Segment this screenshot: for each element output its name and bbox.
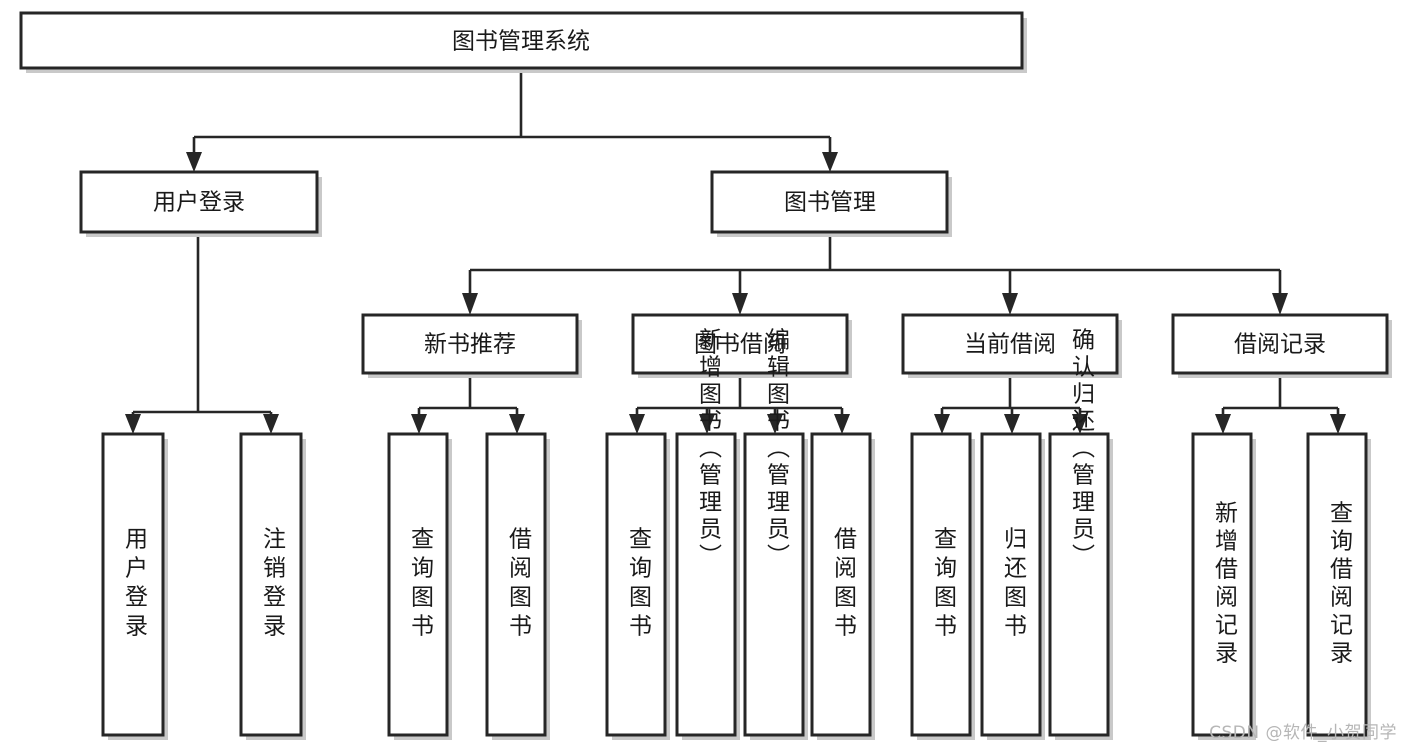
leaf-recommend-query-book[interactable]: 查询图书 <box>387 432 452 740</box>
current-borrow-box <box>901 313 1119 375</box>
arrow-book-manage <box>822 152 838 172</box>
leaf-box <box>1306 432 1368 737</box>
arrow-leaf-bb-4 <box>834 414 850 434</box>
leaf-box <box>675 432 737 737</box>
leaf-label: 查询图书 <box>930 527 958 643</box>
root-box <box>19 11 1024 70</box>
leaf-box <box>605 432 667 737</box>
arrow-leaf-ul-1 <box>125 414 141 434</box>
arrow-leaf-rec-2 <box>509 414 525 434</box>
leaf-current-query-book[interactable]: 查询图书 <box>910 432 975 740</box>
arrow-l3-3 <box>1002 293 1018 315</box>
leaf-current-return-book[interactable]: 归还图书 <box>980 432 1045 740</box>
leaf-user-login-login[interactable]: 用户登录 <box>101 432 168 740</box>
leaf-box <box>387 432 449 737</box>
leaf-recommend-borrow-book[interactable]: 借阅图书 <box>485 432 550 740</box>
book-management-label: 图书管理 <box>784 190 876 216</box>
leaf-record-add-record[interactable]: 新增借阅记录 <box>1191 432 1256 740</box>
leaf-box <box>810 432 872 737</box>
leaf-borrow-add-book-admin[interactable]: 新增图书（管理员） <box>675 328 740 741</box>
arrow-leaf-cb-3 <box>1072 414 1088 434</box>
book-borrow-box <box>631 313 849 375</box>
leaf-box <box>980 432 1042 737</box>
arrow-leaf-bb-1 <box>629 414 645 434</box>
borrow-record-label: 借阅记录 <box>1234 332 1326 358</box>
leaf-box <box>910 432 972 737</box>
leaf-box <box>1048 432 1110 737</box>
leaf-label: 查询借阅记录 <box>1326 501 1354 669</box>
arrow-leaf-br-2 <box>1330 414 1346 434</box>
arrow-leaf-cb-2 <box>1004 414 1020 434</box>
node-book-borrow[interactable]: 图书借阅 <box>631 313 852 378</box>
new-book-recommend-box <box>361 313 579 375</box>
leaf-label: 查询图书 <box>407 527 435 643</box>
arrow-l3-2 <box>732 293 748 315</box>
node-new-book-recommend[interactable]: 新书推荐 <box>361 313 582 378</box>
leaf-box <box>239 432 303 737</box>
leaf-label: 新增图书（管理员） <box>695 328 723 571</box>
leaf-record-query-record[interactable]: 查询借阅记录 <box>1306 432 1371 740</box>
leaf-user-login-logout[interactable]: 注销登录 <box>239 432 306 740</box>
arrow-leaf-cb-1 <box>934 414 950 434</box>
node-current-borrow[interactable]: 当前借阅 <box>901 313 1122 378</box>
arrow-leaf-ul-2 <box>263 414 279 434</box>
edges-layer <box>125 73 1346 434</box>
arrow-leaf-bb-3 <box>767 414 783 434</box>
node-borrow-record[interactable]: 借阅记录 <box>1171 313 1392 378</box>
user-login-label: 用户登录 <box>153 190 245 216</box>
leaf-current-confirm-return-admin[interactable]: 确认归还（管理员） <box>1048 328 1113 741</box>
arrow-leaf-rec-1 <box>411 414 427 434</box>
arrow-leaf-br-1 <box>1215 414 1231 434</box>
node-book-management[interactable]: 图书管理 <box>710 170 952 237</box>
borrow-record-box <box>1171 313 1389 375</box>
arrow-leaf-bb-2 <box>699 414 715 434</box>
leaf-box <box>101 432 165 737</box>
leaf-label: 注销登录 <box>259 527 287 643</box>
arrow-l3-1 <box>462 293 478 315</box>
leaf-label: 归还图书 <box>1000 527 1028 643</box>
current-borrow-label: 当前借阅 <box>964 332 1056 358</box>
leaf-label: 查询图书 <box>625 527 653 643</box>
leaf-label: 编辑图书（管理员） <box>763 328 791 571</box>
leaf-box <box>1191 432 1253 737</box>
leaf-borrow-query-book[interactable]: 查询图书 <box>605 432 670 740</box>
leaf-label: 新增借阅记录 <box>1211 501 1239 669</box>
leaf-borrow-edit-book-admin[interactable]: 编辑图书（管理员） <box>743 328 808 741</box>
root-label: 图书管理系统 <box>452 29 590 55</box>
leaf-label: 借阅图书 <box>505 527 533 643</box>
leaf-label: 用户登录 <box>121 527 149 643</box>
leaf-box <box>485 432 547 737</box>
leaf-label: 借阅图书 <box>830 527 858 643</box>
leaf-label: 确认归还（管理员） <box>1068 328 1096 571</box>
leaf-box <box>743 432 805 737</box>
leaf-borrow-borrow-book[interactable]: 借阅图书 <box>810 432 875 740</box>
new-book-recommend-label: 新书推荐 <box>424 332 516 358</box>
node-root[interactable]: 图书管理系统 <box>19 11 1027 73</box>
book-borrow-label: 图书借阅 <box>694 332 786 358</box>
book-management-box <box>710 170 949 234</box>
arrow-l3-4 <box>1272 293 1288 315</box>
node-user-login[interactable]: 用户登录 <box>79 170 322 237</box>
arrow-user-login <box>186 152 202 172</box>
csdn-watermark: CSDN @软件_小贺同学 <box>1209 723 1397 743</box>
user-login-box <box>79 170 319 234</box>
